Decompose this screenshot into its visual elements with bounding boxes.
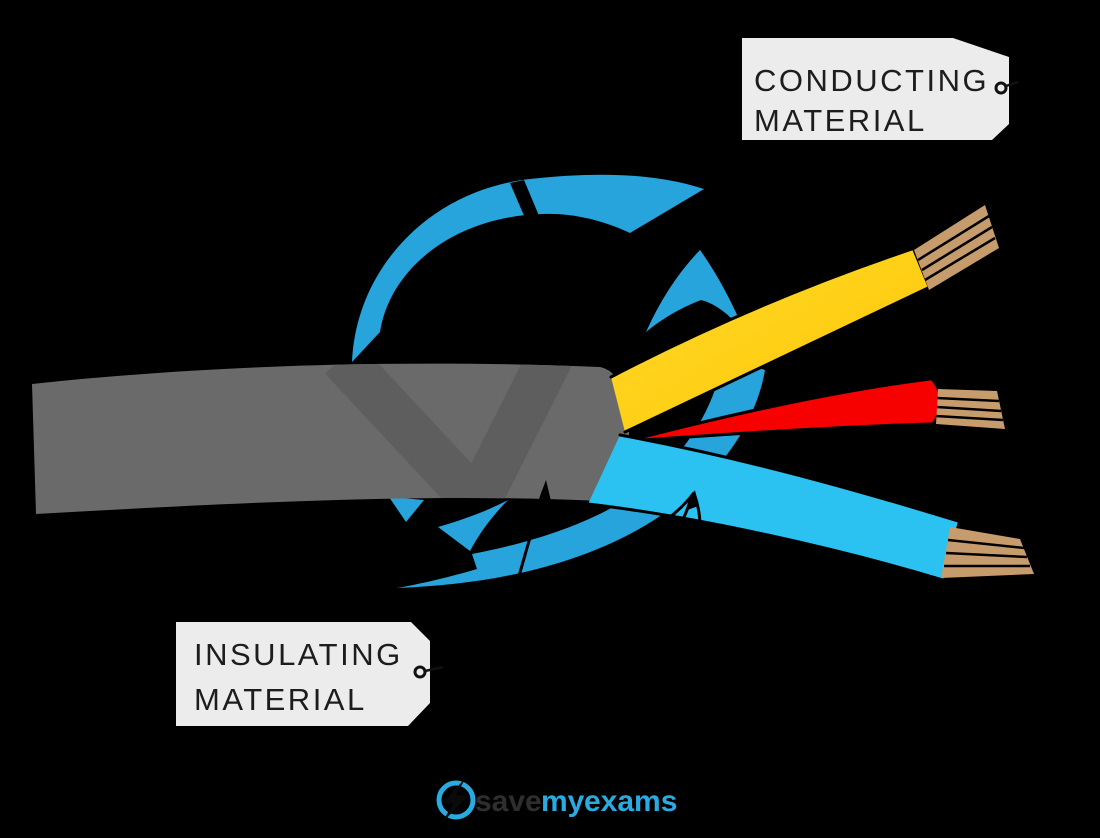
logo-word-my: my xyxy=(541,785,585,818)
insulating-pointer-line xyxy=(515,490,545,585)
red-wire-copper-strands xyxy=(935,389,1005,429)
insulating-material-tag: INSULATING MATERIAL xyxy=(176,622,444,726)
insulating-tag-hole xyxy=(413,665,427,679)
insulating-tag-string xyxy=(424,665,444,673)
insulating-tag-line2: MATERIAL xyxy=(194,682,367,717)
conducting-material-tag: CONDUCTING MATERIAL xyxy=(742,38,1019,140)
cyan-wire-copper-strands xyxy=(941,527,1034,578)
swoosh-chevron xyxy=(646,250,745,333)
yellow-wire-copper-strands xyxy=(914,205,999,290)
conducting-tag-string xyxy=(1005,80,1019,88)
logo-lightning-circle-icon xyxy=(436,780,476,820)
conducting-tag-line1: CONDUCTING xyxy=(754,63,989,98)
swoosh-top-arc xyxy=(352,174,704,362)
red-wire-bottom-edge xyxy=(641,422,933,442)
pointer-arrows xyxy=(515,480,702,585)
insulating-tag-shape xyxy=(176,622,430,726)
yellow-wire-top-edge xyxy=(609,247,914,379)
insulating-tag-line1: INSULATING xyxy=(194,637,403,672)
conducting-tag-shape xyxy=(742,38,1009,140)
cyan-wire-top-edge xyxy=(618,433,960,523)
swoosh-top-slash xyxy=(510,180,550,246)
cyan-wire-bottom-edge xyxy=(586,502,945,582)
conducting-tag-line2: MATERIAL xyxy=(754,103,927,138)
swoosh-flick xyxy=(438,500,508,551)
red-wire xyxy=(641,377,1005,442)
junction-arrow-head xyxy=(685,490,698,511)
logo-word-save: save xyxy=(475,785,542,818)
cyan-wire-body xyxy=(588,435,958,580)
yellow-wire xyxy=(609,205,999,434)
red-wire-body xyxy=(643,379,940,440)
conducting-tag-hole xyxy=(994,81,1008,95)
cable-sheath xyxy=(32,363,630,514)
logo-word-exams: exams xyxy=(584,785,677,818)
savemyexams-logo: save my exams xyxy=(436,776,677,824)
logo-lightning-bolt-icon xyxy=(441,776,468,824)
yellow-wire-bottom-edge xyxy=(623,286,930,434)
swoosh-under-cable-tip xyxy=(389,497,424,522)
yellow-wire-body xyxy=(611,249,928,432)
red-wire-top-edge xyxy=(641,377,932,439)
insulating-pointer-head xyxy=(536,480,551,507)
cyan-wire xyxy=(586,433,1034,582)
